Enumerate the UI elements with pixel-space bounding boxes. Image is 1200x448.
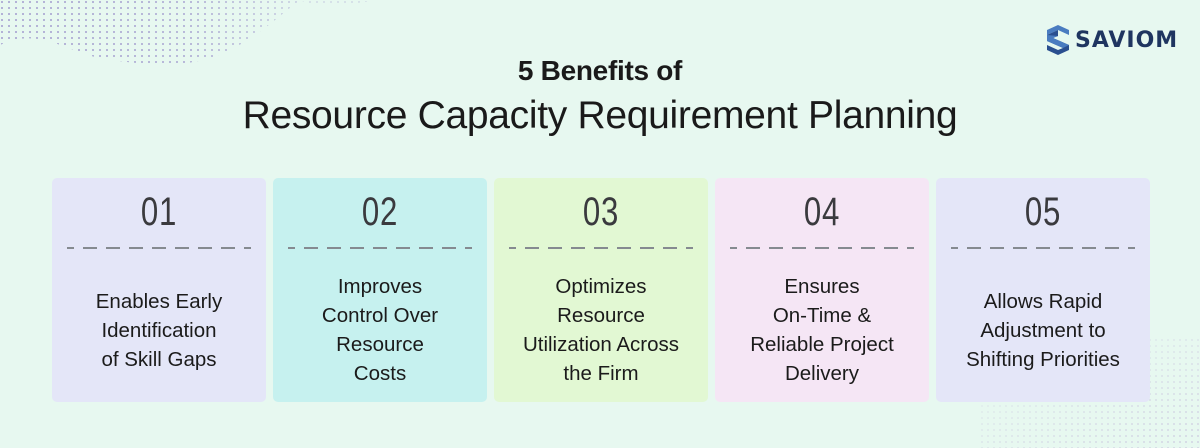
benefit-card-02: 02 Improves Control Over Resource Costs	[273, 178, 487, 402]
benefit-card-05: 05 Allows Rapid Adjustment to Shifting P…	[936, 178, 1150, 402]
saviom-s-logo-icon	[1047, 25, 1069, 55]
card-number: 02	[361, 190, 399, 234]
page-title-line-2: Resource Capacity Requirement Planning	[242, 94, 958, 137]
card-text: Optimizes Resource Utilization Across th…	[522, 275, 680, 385]
brand-name: SAVIOM	[1075, 27, 1179, 53]
card-text: Allows Rapid Adjustment to Shifting Prio…	[966, 289, 1120, 371]
dashed-divider	[67, 247, 251, 249]
card-text: Improves Control Over Resource Costs	[321, 275, 439, 385]
dashed-divider	[288, 247, 472, 249]
card-number: 04	[803, 190, 841, 234]
benefit-card-01: 01 Enables Early Identification of Skill…	[52, 178, 266, 402]
card-number: 01	[140, 190, 178, 234]
benefit-card-04: 04 Ensures On-Time & Reliable Project De…	[715, 178, 929, 402]
card-text: Ensures On-Time & Reliable Project Deliv…	[750, 275, 894, 385]
dashed-divider	[951, 247, 1135, 249]
card-number: 05	[1024, 190, 1062, 234]
benefit-card-03: 03 Optimizes Resource Utilization Across…	[494, 178, 708, 402]
card-number: 03	[582, 190, 620, 234]
card-text: Enables Early Identification of Skill Ga…	[95, 289, 223, 371]
dashed-divider	[509, 247, 693, 249]
benefits-cards: 01 Enables Early Identification of Skill…	[52, 178, 1150, 402]
saviom-logo: SAVIOM	[1047, 25, 1178, 55]
page-title-line-1: 5 Benefits of	[517, 55, 683, 86]
dashed-divider	[730, 247, 914, 249]
